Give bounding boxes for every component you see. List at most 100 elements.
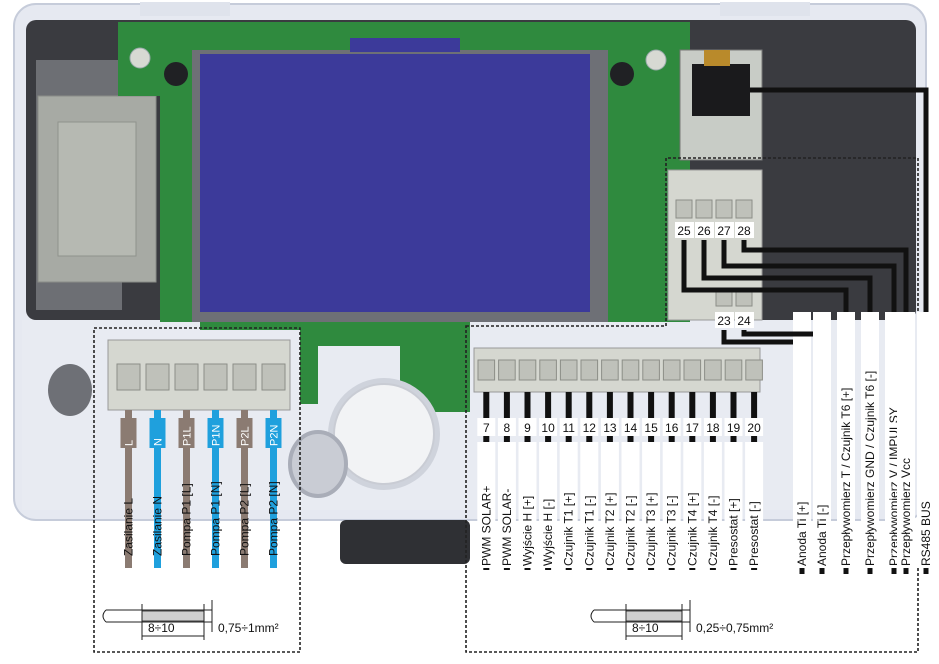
signal-label-bg [477, 442, 496, 568]
signal-label-bg [497, 442, 516, 568]
power-wire-blue [154, 410, 161, 568]
signal-terminal-label: Czujnik T1 [-] [582, 496, 596, 566]
signal-terminal-label: PWM SOLAR+ [479, 486, 493, 566]
signal-label-bg [539, 442, 558, 568]
power-wire-brown [125, 410, 132, 568]
pcb-capacitor [164, 62, 188, 86]
display-connector [350, 38, 460, 52]
signal-num-bg [477, 418, 496, 436]
signal-terminal-screw [559, 359, 578, 381]
upper-terminal-number: 28 [737, 224, 751, 238]
upper-num-bg [695, 222, 714, 238]
signal-num-bg [703, 418, 722, 436]
cable-gland-oval [288, 430, 348, 498]
signal-num-bg [518, 418, 537, 436]
signal-terminal-number: 20 [747, 421, 761, 435]
signal-num-bg [559, 418, 578, 436]
signal-terminal-label: Czujnik T2 [+] [603, 493, 617, 566]
pcb-capacitor-2 [610, 62, 634, 86]
right-wires: Anoda Ti [+]Anoda Ti [-]Przepływomierz T… [681, 87, 935, 574]
right-wire-label: Anoda Ti [-] [815, 505, 829, 566]
power-tag-bg [120, 418, 137, 448]
right-wire-label: Przepływomierz T / Czujnik T6 [+] [839, 388, 853, 566]
power-terminal-screw [145, 363, 170, 391]
power-terminal-tag: P1N [211, 425, 223, 446]
power-terminal-label: Pompa P1 [N] [209, 481, 223, 556]
right-wire-label: Przepływomierz GND / Czujnik T6 [-] [863, 371, 877, 566]
signal-terminal-screw [642, 359, 660, 381]
power-terminal-screw [232, 363, 257, 391]
upper-terminal-screw [735, 199, 753, 219]
signal-terminal-number: 10 [541, 421, 555, 435]
power-terminal-tag: L [124, 440, 136, 446]
signal-terminal-label: Czujnik T2 [-] [624, 496, 638, 566]
transformer-core [57, 121, 137, 257]
power-tag-bg [178, 418, 195, 448]
signal-num-bg [662, 418, 681, 436]
power-terminal-screw [174, 363, 199, 391]
signal-num-bg [642, 418, 661, 436]
power-tag-bg [149, 418, 166, 448]
upper-terminal-number: 26 [697, 224, 711, 238]
power-tag-bg [265, 418, 282, 448]
signal-terminal-number: 18 [706, 421, 720, 435]
power-wire-blue [212, 410, 219, 568]
signal-terminal-number: 15 [644, 421, 658, 435]
power-terminal-label: Zasilanie L [122, 498, 136, 556]
signal-terminal-screw [580, 359, 599, 381]
signal-label-bg [580, 442, 599, 568]
signal-label-bg [683, 442, 702, 568]
signal-label-bg [559, 442, 578, 568]
housing-top-tab-left [140, 2, 230, 16]
signal-terminal-number: 8 [504, 421, 511, 435]
power-terminal-screw [261, 363, 286, 391]
upper-terminal-number: 25 [677, 224, 691, 238]
signal-terminal-number: 11 [562, 421, 575, 435]
signal-label-bg [642, 442, 661, 568]
power-wire-strip-diagram [102, 600, 213, 640]
signal-terminal-screw [601, 359, 619, 381]
signal-terminal-screw [683, 359, 702, 381]
power-tag-bg [236, 418, 253, 448]
signal-terminal-number: 19 [727, 421, 741, 435]
power-terminal-screw [116, 363, 141, 391]
signal-terminal-number: 14 [624, 421, 638, 435]
power-terminal-tag: P2N [269, 425, 281, 446]
signal-terminal-number: 9 [524, 421, 531, 435]
upper-terminal-number: 24 [737, 314, 751, 328]
power-terminal-label: Pompa P2 [N] [267, 481, 281, 556]
upper-terminal-screw [715, 199, 733, 219]
signal-cross-section: 0,25÷0,75mm² [696, 621, 773, 635]
power-wire-brown [183, 410, 190, 568]
upper-num-bg [735, 222, 754, 238]
power-wire-blue [270, 410, 277, 568]
signal-terminal-screw [724, 359, 743, 381]
signal-terminal-screw [477, 359, 496, 381]
power-terminal-screw [203, 363, 228, 391]
signal-terminal-label: Wyjście H [+] [521, 496, 535, 566]
power-tag-bg [207, 418, 224, 448]
signal-terminal-screw [745, 359, 763, 381]
upper-terminal-number: 27 [717, 224, 731, 238]
signal-terminal-label: PWM SOLAR- [500, 489, 514, 566]
right-label-bg [837, 312, 855, 568]
upper-num-bg [675, 222, 694, 238]
signal-terminal-screw [498, 359, 516, 381]
power-wire-brown [241, 410, 248, 568]
cable-gland-left [48, 364, 92, 416]
signal-num-bg [745, 418, 764, 436]
signal-terminal-screw [539, 359, 557, 381]
right-label-bg [813, 312, 831, 568]
rj-socket [692, 64, 750, 116]
signal-terminal-label: Presostat [-] [747, 501, 761, 566]
power-terminal-label: Pompa P2 [L] [238, 483, 252, 556]
signal-terminal-label: Presostat [+] [727, 498, 741, 566]
right-wire-label: RS485 BUS [919, 501, 933, 566]
signal-terminal-screw [518, 359, 537, 381]
signal-label-bg [600, 442, 619, 568]
right-label-bg [917, 312, 935, 568]
upper-num-bg [735, 312, 754, 328]
upper-terminal-screw [675, 199, 693, 219]
